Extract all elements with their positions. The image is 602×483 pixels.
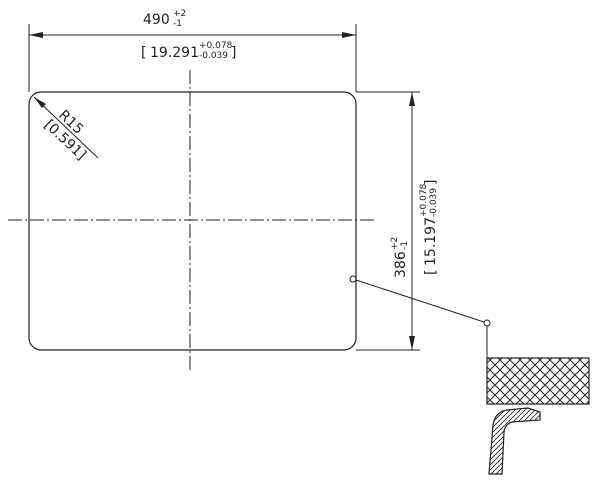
height-in-value: 15.197 (423, 217, 439, 266)
height-mm-tol-upper: +2 (390, 237, 400, 250)
width-mm-tol-upper: +2 (173, 9, 186, 19)
cutout-outline (28, 91, 357, 351)
height-mm-value: 386 (393, 251, 409, 278)
height-dimension: 386 +2 -1 [ 15.197 +0.078 -0.039 ] (356, 91, 439, 351)
width-in-value: 19.291 (150, 45, 199, 61)
height-in-tol-lower: -0.039 (429, 188, 439, 217)
radius-callout: R15 [0.591] (33, 96, 99, 163)
width-in-tol-lower: -0.039 (199, 51, 228, 61)
panel-section-detail (486, 357, 590, 475)
width-in-tol-upper: +0.078 (199, 41, 233, 51)
height-in-tol-upper: +0.078 (419, 183, 429, 217)
svg-text:]: ] (423, 180, 439, 185)
width-mm-value: 490 (143, 12, 170, 28)
height-mm-tol-lower: -1 (400, 241, 410, 250)
width-mm-tol-lower: -1 (173, 19, 182, 29)
svg-text:]: ] (231, 45, 236, 61)
section-leader (349, 275, 491, 358)
svg-text:[: [ (141, 45, 146, 61)
svg-text:[: [ (423, 270, 439, 275)
width-dimension: 490 +2 -1 [ 19.291 +0.078 -0.039 ] (28, 9, 357, 92)
